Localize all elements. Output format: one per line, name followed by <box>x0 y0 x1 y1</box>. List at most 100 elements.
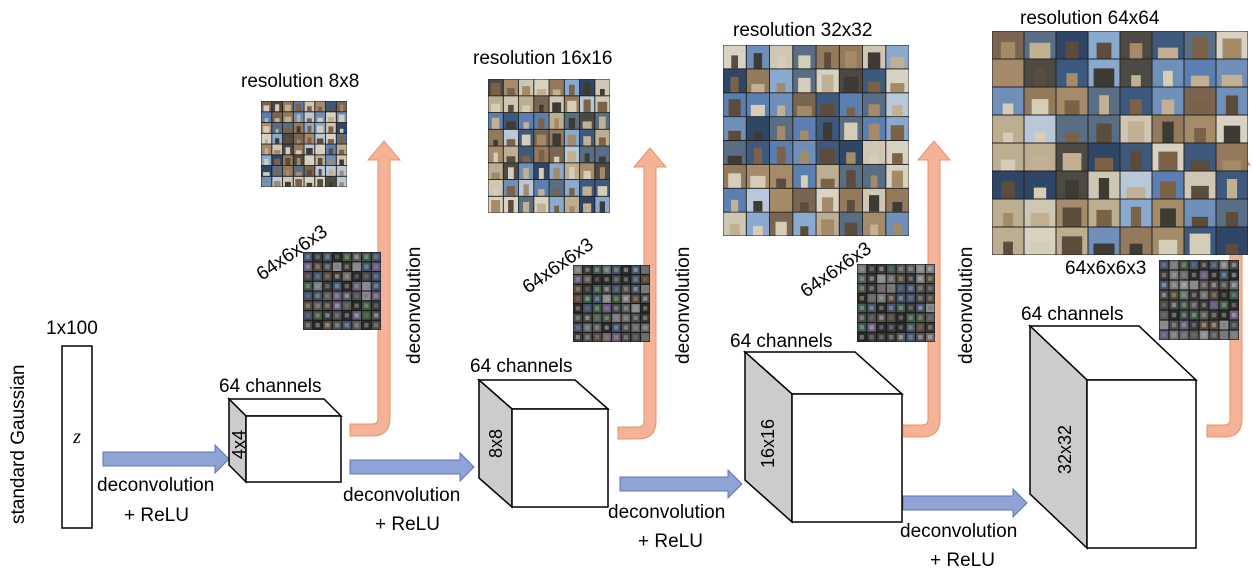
filter-size-label: 64x6x6x3 <box>1065 258 1146 279</box>
sample-thumbnail <box>315 112 326 123</box>
tile-pattern <box>1231 282 1237 288</box>
tile-pattern <box>585 287 590 292</box>
filter-tile <box>592 284 602 294</box>
sample-thumbnail <box>839 141 863 164</box>
filter-tile <box>362 262 371 271</box>
tile-pattern <box>364 284 369 289</box>
block-face-label: 8x8 <box>486 429 506 458</box>
tile-building <box>599 167 605 179</box>
tile-pattern <box>879 335 884 340</box>
tile-pattern <box>1161 322 1167 328</box>
tile-building <box>868 104 880 117</box>
sample-thumbnail <box>1024 171 1056 199</box>
tile-pattern <box>604 277 609 282</box>
filter-tile <box>906 313 915 322</box>
filter-tile <box>641 304 650 313</box>
tile-fill <box>293 144 304 155</box>
tile-fill <box>886 93 909 117</box>
filter-tile <box>362 272 371 281</box>
tile-pattern <box>879 266 884 271</box>
sample-thumbnail <box>534 79 549 96</box>
sample-thumbnail <box>886 69 909 93</box>
tile-building <box>820 103 835 117</box>
sample-thumbnail <box>261 176 272 187</box>
filter-tile <box>867 284 876 293</box>
tile-building <box>506 186 515 196</box>
tile-building <box>1223 125 1241 143</box>
filter-tile <box>583 313 592 323</box>
tile-building <box>1222 38 1242 59</box>
tile-building <box>598 137 606 146</box>
tile-building <box>583 136 591 146</box>
output-arrow-label: deconvolution <box>404 247 425 364</box>
filter-tile <box>602 275 611 284</box>
filter-tile <box>857 274 867 283</box>
tile-pattern <box>1211 262 1217 268</box>
sample-thumbnail <box>1024 199 1056 227</box>
tile-pattern <box>633 306 638 311</box>
sample-thumbnail <box>770 45 793 69</box>
filter-tile <box>1159 300 1169 310</box>
tile-building <box>800 175 808 188</box>
tile-building <box>339 170 344 176</box>
filter-tile <box>857 323 867 332</box>
tile-pattern <box>374 264 379 269</box>
block-channels-label: 64 channels <box>1021 304 1123 325</box>
sample-thumbnail <box>272 133 283 144</box>
tile-building <box>552 102 562 112</box>
filter-tile <box>332 262 342 271</box>
sample-thumbnail <box>816 69 839 93</box>
tile-building <box>523 202 530 213</box>
filter-tile <box>313 320 322 330</box>
tile-pattern <box>1161 292 1167 298</box>
filter-tile <box>362 301 371 310</box>
tile-pattern <box>595 325 600 330</box>
tile-pattern <box>354 293 359 298</box>
tile-pattern <box>859 266 864 271</box>
sample-thumbnail <box>1024 143 1056 171</box>
filter-tile <box>1159 320 1169 330</box>
filter-tile <box>877 293 886 303</box>
tile-pattern <box>1181 272 1187 278</box>
block-front-face <box>511 408 609 508</box>
filter-tile <box>631 313 640 323</box>
tile-pattern <box>1221 322 1227 328</box>
sample-thumbnail <box>580 163 595 180</box>
sample-thumbnail <box>304 112 315 123</box>
tile-building <box>1160 208 1176 227</box>
filter-tile <box>1199 260 1209 270</box>
sample-thumbnail <box>503 196 519 213</box>
filter-tile <box>886 274 896 283</box>
filter-tile <box>877 284 886 293</box>
tile-pattern <box>305 274 310 279</box>
sample-thumbnail <box>503 180 519 196</box>
tile-building <box>728 130 741 140</box>
sample-thumbnail <box>564 129 580 146</box>
filter-tile <box>362 311 371 320</box>
filter-tile <box>332 311 342 320</box>
tile-pattern <box>575 277 580 282</box>
tile-pattern <box>1211 312 1217 318</box>
filter-tile <box>1159 270 1169 280</box>
sample-thumbnail <box>1120 31 1152 59</box>
tile-pattern <box>633 325 638 330</box>
filter-tile <box>342 281 352 291</box>
output-arrow-2: deconvolution <box>617 147 694 440</box>
tile-pattern <box>335 323 340 328</box>
tile-building <box>339 182 344 187</box>
sample-thumbnail <box>1216 115 1248 143</box>
tile-pattern <box>614 277 619 282</box>
feature-block-1: 4x4 64 channels <box>219 376 343 484</box>
sample-thumbnail <box>261 144 272 155</box>
sample-thumbnail <box>336 176 347 187</box>
resolution-label: resolution 64x64 <box>1020 8 1160 29</box>
sample-thumbnail <box>863 69 886 93</box>
sample-thumbnail <box>839 69 863 93</box>
tile-pattern <box>585 306 590 311</box>
filter-tile <box>916 274 925 283</box>
tile-building <box>1131 75 1141 87</box>
filter-tile <box>583 304 592 313</box>
filter-tile <box>583 333 592 342</box>
sample-thumbnail <box>1184 115 1216 143</box>
tile-pattern <box>869 325 874 330</box>
